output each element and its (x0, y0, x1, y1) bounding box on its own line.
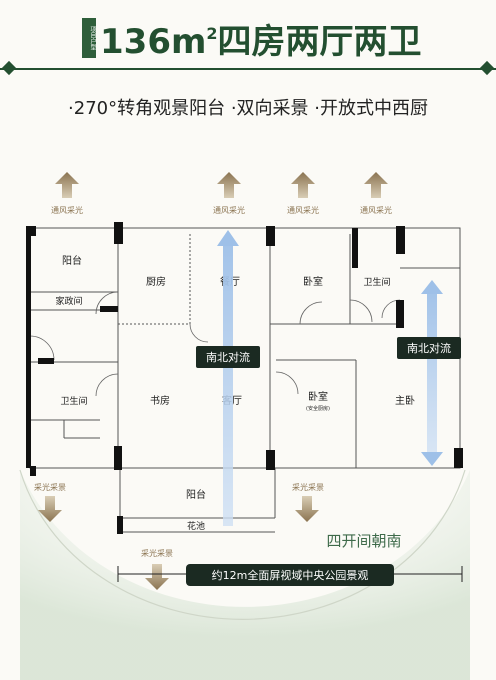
vent-label: 通风采光 (213, 205, 245, 215)
airflow-arrows (217, 230, 443, 526)
vent-arrow-icon (364, 172, 388, 198)
room-study: 书房 (150, 394, 170, 407)
title-area-unit: 2 (206, 23, 218, 43)
light-arrow-icon (145, 564, 169, 590)
light-label: 采光采景 (292, 482, 324, 492)
feature-list: ·270°转角观景阳台 ·双向采景 ·开放式中西厨 (68, 98, 428, 119)
vent-label: 通风采光 (51, 205, 83, 215)
project-badge: 项目户型 (82, 18, 96, 58)
light-arrow-icon (295, 496, 319, 522)
vent-label: 通风采光 (287, 205, 319, 215)
room-bedroom-s-note: (安全厨房) (306, 405, 330, 412)
room-laundry: 家政间 (55, 295, 82, 307)
light-arrow-icon (38, 496, 62, 522)
interior-walls (29, 227, 461, 533)
vent-arrow-icon (291, 172, 315, 198)
orientation-label: 四开间朝南 (326, 532, 401, 550)
structural-walls (26, 222, 463, 534)
door-swings (29, 291, 401, 397)
view-arc (19, 469, 466, 620)
room-labels: 阳台 家政间 厨房 餐厅 卧室 卫生间 卫生间 书房 客厅 卧室 (安全厨房) … (55, 254, 415, 532)
light-glow (20, 470, 470, 680)
light-label: 采光采景 (34, 482, 66, 492)
page-title: 136m2四房两厅两卫 (100, 14, 422, 63)
airflow-badge-2: 南北对流 (397, 337, 461, 359)
room-planter: 花池 (187, 520, 205, 532)
room-balcony-s: 阳台 (186, 488, 206, 501)
airflow-badge-1: 南北对流 (196, 346, 260, 368)
room-master: 主卧 (395, 394, 415, 407)
vent-arrow-icon (55, 172, 79, 198)
room-bedroom-s: 卧室 (308, 390, 328, 403)
vent-arrows (55, 172, 388, 198)
room-kitchen: 厨房 (146, 275, 166, 288)
title-area: 136m (100, 22, 207, 62)
vent-labels: 通风采光 通风采光 通风采光 通风采光 (51, 205, 392, 215)
airflow-badge-text: 南北对流 (407, 341, 451, 355)
light-labels: 采光采景 采光采景 采光采景 (34, 482, 324, 558)
vent-label: 通风采光 (360, 205, 392, 215)
view-caption: 约12m全面屏视域中央公园景观 (212, 568, 369, 582)
light-arrows (38, 496, 319, 590)
room-balcony-nw: 阳台 (62, 254, 82, 267)
room-bedroom-n: 卧室 (303, 275, 323, 288)
light-label: 采光采景 (141, 548, 173, 558)
room-bath-w: 卫生间 (60, 395, 87, 407)
vent-arrow-icon (217, 172, 241, 198)
header-divider (0, 68, 496, 70)
view-dimension: 约12m全面屏视域中央公园景观 (117, 564, 463, 586)
room-bath-ne: 卫生间 (363, 276, 390, 288)
title-layout: 四房两厅两卫 (217, 22, 422, 62)
airflow-badge-text: 南北对流 (206, 350, 250, 364)
